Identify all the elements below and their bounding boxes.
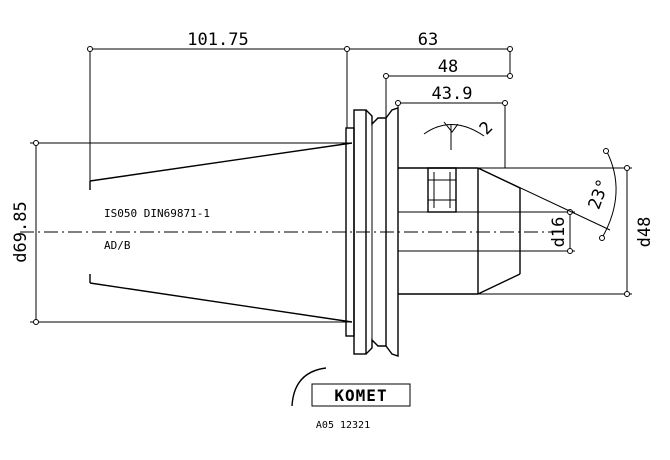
form-label: AD/B — [104, 239, 131, 252]
dim-length-inner: 43.9 — [432, 84, 473, 104]
flange — [345, 107, 399, 357]
dim-length-taper: 101.75 — [187, 30, 248, 50]
dimension-lines-horizontal — [87, 46, 513, 181]
angle-dimension — [477, 148, 617, 241]
standard-label: IS050 DIN69871-1 — [104, 207, 210, 220]
rotation-arrow-icon — [423, 121, 485, 150]
dim-angle-arrow: 2 — [476, 118, 497, 139]
komet-logo: KOMET — [291, 367, 411, 407]
dim-dia-head: d48 — [635, 217, 655, 248]
tool-head — [398, 167, 521, 295]
dim-dia-bore: d16 — [549, 217, 569, 248]
taper-body — [89, 142, 353, 323]
svg-text:KOMET: KOMET — [334, 386, 387, 405]
dim-dia-taper: d69.85 — [11, 201, 31, 262]
dimension-lines-vertical — [30, 140, 632, 325]
article-number: A05 12321 — [316, 420, 370, 431]
dim-angle: 23° — [585, 176, 614, 212]
dim-length-mid: 48 — [438, 57, 458, 77]
dim-length-total: 63 — [418, 30, 438, 50]
